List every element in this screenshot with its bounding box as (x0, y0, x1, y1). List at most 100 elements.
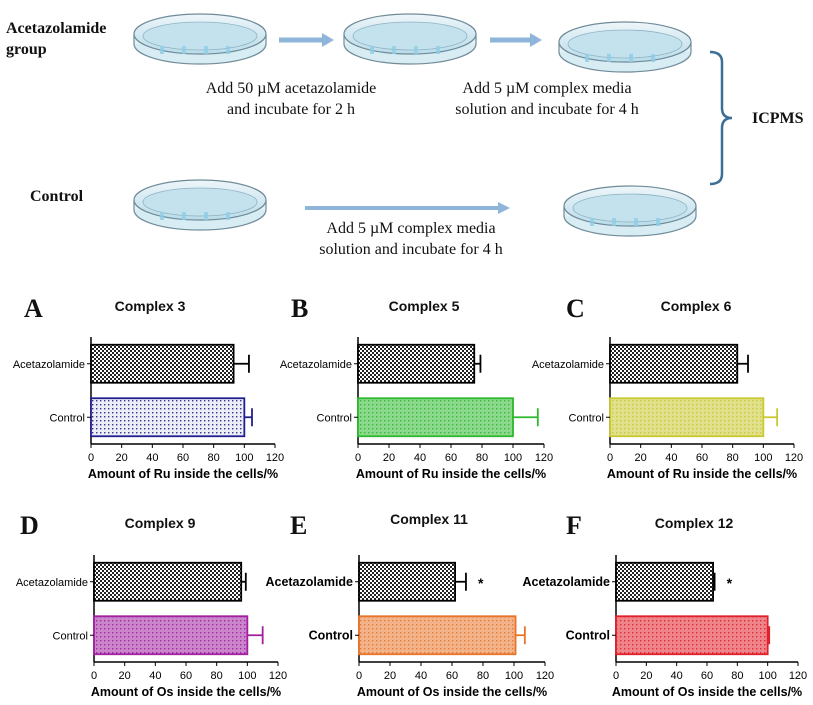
x-tick-label-b-4: 80 (476, 452, 488, 464)
x-tick-label-d-1: 20 (119, 670, 131, 682)
category-label-c-1: Control (569, 412, 604, 424)
x-tick-label-d-5: 100 (238, 670, 256, 682)
x-tick-label-f-5: 100 (758, 670, 776, 682)
bar-a-acetazolamide (90, 343, 235, 384)
category-label-a-0: Acetazolamide (13, 359, 85, 371)
x-tick-label-d-2: 40 (149, 670, 161, 682)
x-tick-label-b-0: 0 (355, 452, 361, 464)
bar-f-acetazolamide (615, 561, 714, 602)
x-tick-label-b-2: 40 (414, 452, 426, 464)
panel-letter-a: A (24, 294, 43, 323)
x-tick-label-a-2: 40 (146, 452, 158, 464)
x-tick-label-e-0: 0 (356, 670, 362, 682)
x-tick-label-d-0: 0 (91, 670, 97, 682)
bar-b-acetazolamide (357, 343, 476, 384)
x-tick-label-c-5: 100 (754, 452, 772, 464)
x-axis-label-f: Amount of Os inside the cells/% (612, 685, 802, 699)
x-axis-label-e: Amount of Os inside the cells/% (357, 685, 547, 699)
category-label-d-0: Acetazolamide (16, 577, 88, 589)
x-tick-label-a-5: 100 (235, 452, 253, 464)
bar-b-control (357, 397, 514, 438)
x-tick-label-c-3: 60 (696, 452, 708, 464)
bar-d-acetazolamide (93, 561, 243, 602)
x-tick-label-f-4: 80 (731, 670, 743, 682)
x-tick-label-f-2: 40 (671, 670, 683, 682)
x-tick-label-c-4: 80 (727, 452, 739, 464)
x-tick-label-c-1: 20 (635, 452, 647, 464)
endpoint-label: ICPMS (752, 110, 804, 127)
control-label: Control (30, 188, 84, 205)
x-tick-label-a-0: 0 (88, 452, 94, 464)
x-tick-label-d-3: 60 (180, 670, 192, 682)
chart-title-d: Complex 9 (124, 515, 196, 531)
step1-text: Add 50 µM acetazolamide and incubate for… (205, 80, 377, 118)
category-label-e-0: Acetazolamide (265, 575, 353, 589)
bar-d-control (93, 615, 249, 656)
experiment-scheme (133, 13, 733, 237)
x-tick-label-e-6: 120 (536, 670, 554, 682)
x-tick-label-a-1: 20 (116, 452, 128, 464)
x-axis-label-c: Amount of Ru inside the cells/% (607, 467, 797, 481)
x-tick-label-e-3: 60 (446, 670, 458, 682)
x-tick-label-c-0: 0 (607, 452, 613, 464)
petri-dish-3 (558, 21, 692, 73)
bar-e-control (358, 615, 517, 656)
x-tick-label-e-1: 20 (384, 670, 396, 682)
x-tick-label-d-4: 80 (211, 670, 223, 682)
category-label-f-0: Acetazolamide (522, 575, 610, 589)
bar-c-control (609, 397, 765, 438)
x-tick-label-b-5: 100 (504, 452, 522, 464)
petri-dish-5 (563, 185, 697, 237)
bar-a-control (90, 397, 246, 438)
step3-text: Add 5 µM complex media solution and incu… (319, 220, 503, 258)
chart-title-e: Complex 11 (390, 511, 468, 527)
x-tick-label-e-2: 40 (415, 670, 427, 682)
category-label-f-1: Control (566, 628, 610, 642)
petri-dish-2 (343, 13, 477, 65)
x-tick-label-a-4: 80 (208, 452, 220, 464)
petri-dish-4 (133, 179, 267, 231)
arrow-step1 (279, 33, 334, 47)
category-label-a-1: Control (50, 412, 85, 424)
chart-title-a: Complex 3 (114, 298, 186, 314)
x-tick-label-b-6: 120 (535, 452, 553, 464)
panel-letter-b: B (291, 294, 309, 323)
group-label: Acetazolamide group (6, 20, 107, 58)
petri-dish-1 (133, 13, 267, 65)
x-tick-label-c-6: 120 (785, 452, 803, 464)
chart-title-f: Complex 12 (654, 515, 734, 531)
arrow-control (305, 202, 510, 214)
x-tick-label-f-3: 60 (701, 670, 713, 682)
x-tick-label-a-6: 120 (266, 452, 284, 464)
panel-letter-c: C (566, 294, 585, 323)
category-label-e-1: Control (309, 628, 353, 642)
arrow-step2 (490, 33, 542, 47)
category-label-b-1: Control (317, 412, 352, 424)
significance-f-0: * (727, 575, 733, 591)
step2-text: Add 5 µM complex media solution and incu… (455, 80, 639, 118)
panel-letter-f: F (566, 511, 582, 540)
panel-letter-d: D (20, 511, 39, 540)
category-label-d-1: Control (53, 630, 88, 642)
x-tick-label-a-3: 60 (177, 452, 189, 464)
x-axis-label-d: Amount of Os inside the cells/% (91, 685, 281, 699)
x-tick-label-b-3: 60 (445, 452, 457, 464)
x-tick-label-e-4: 80 (477, 670, 489, 682)
x-tick-label-d-6: 120 (269, 670, 287, 682)
x-tick-label-e-5: 100 (505, 670, 523, 682)
brace (709, 50, 733, 186)
category-label-b-0: Acetazolamide (280, 359, 352, 371)
x-axis-label-a: Amount of Ru inside the cells/% (88, 467, 278, 481)
x-tick-label-f-6: 120 (789, 670, 807, 682)
chart-title-b: Complex 5 (388, 298, 460, 314)
bar-e-acetazolamide (358, 561, 456, 602)
x-tick-label-c-2: 40 (665, 452, 677, 464)
bar-f-control (615, 615, 769, 656)
